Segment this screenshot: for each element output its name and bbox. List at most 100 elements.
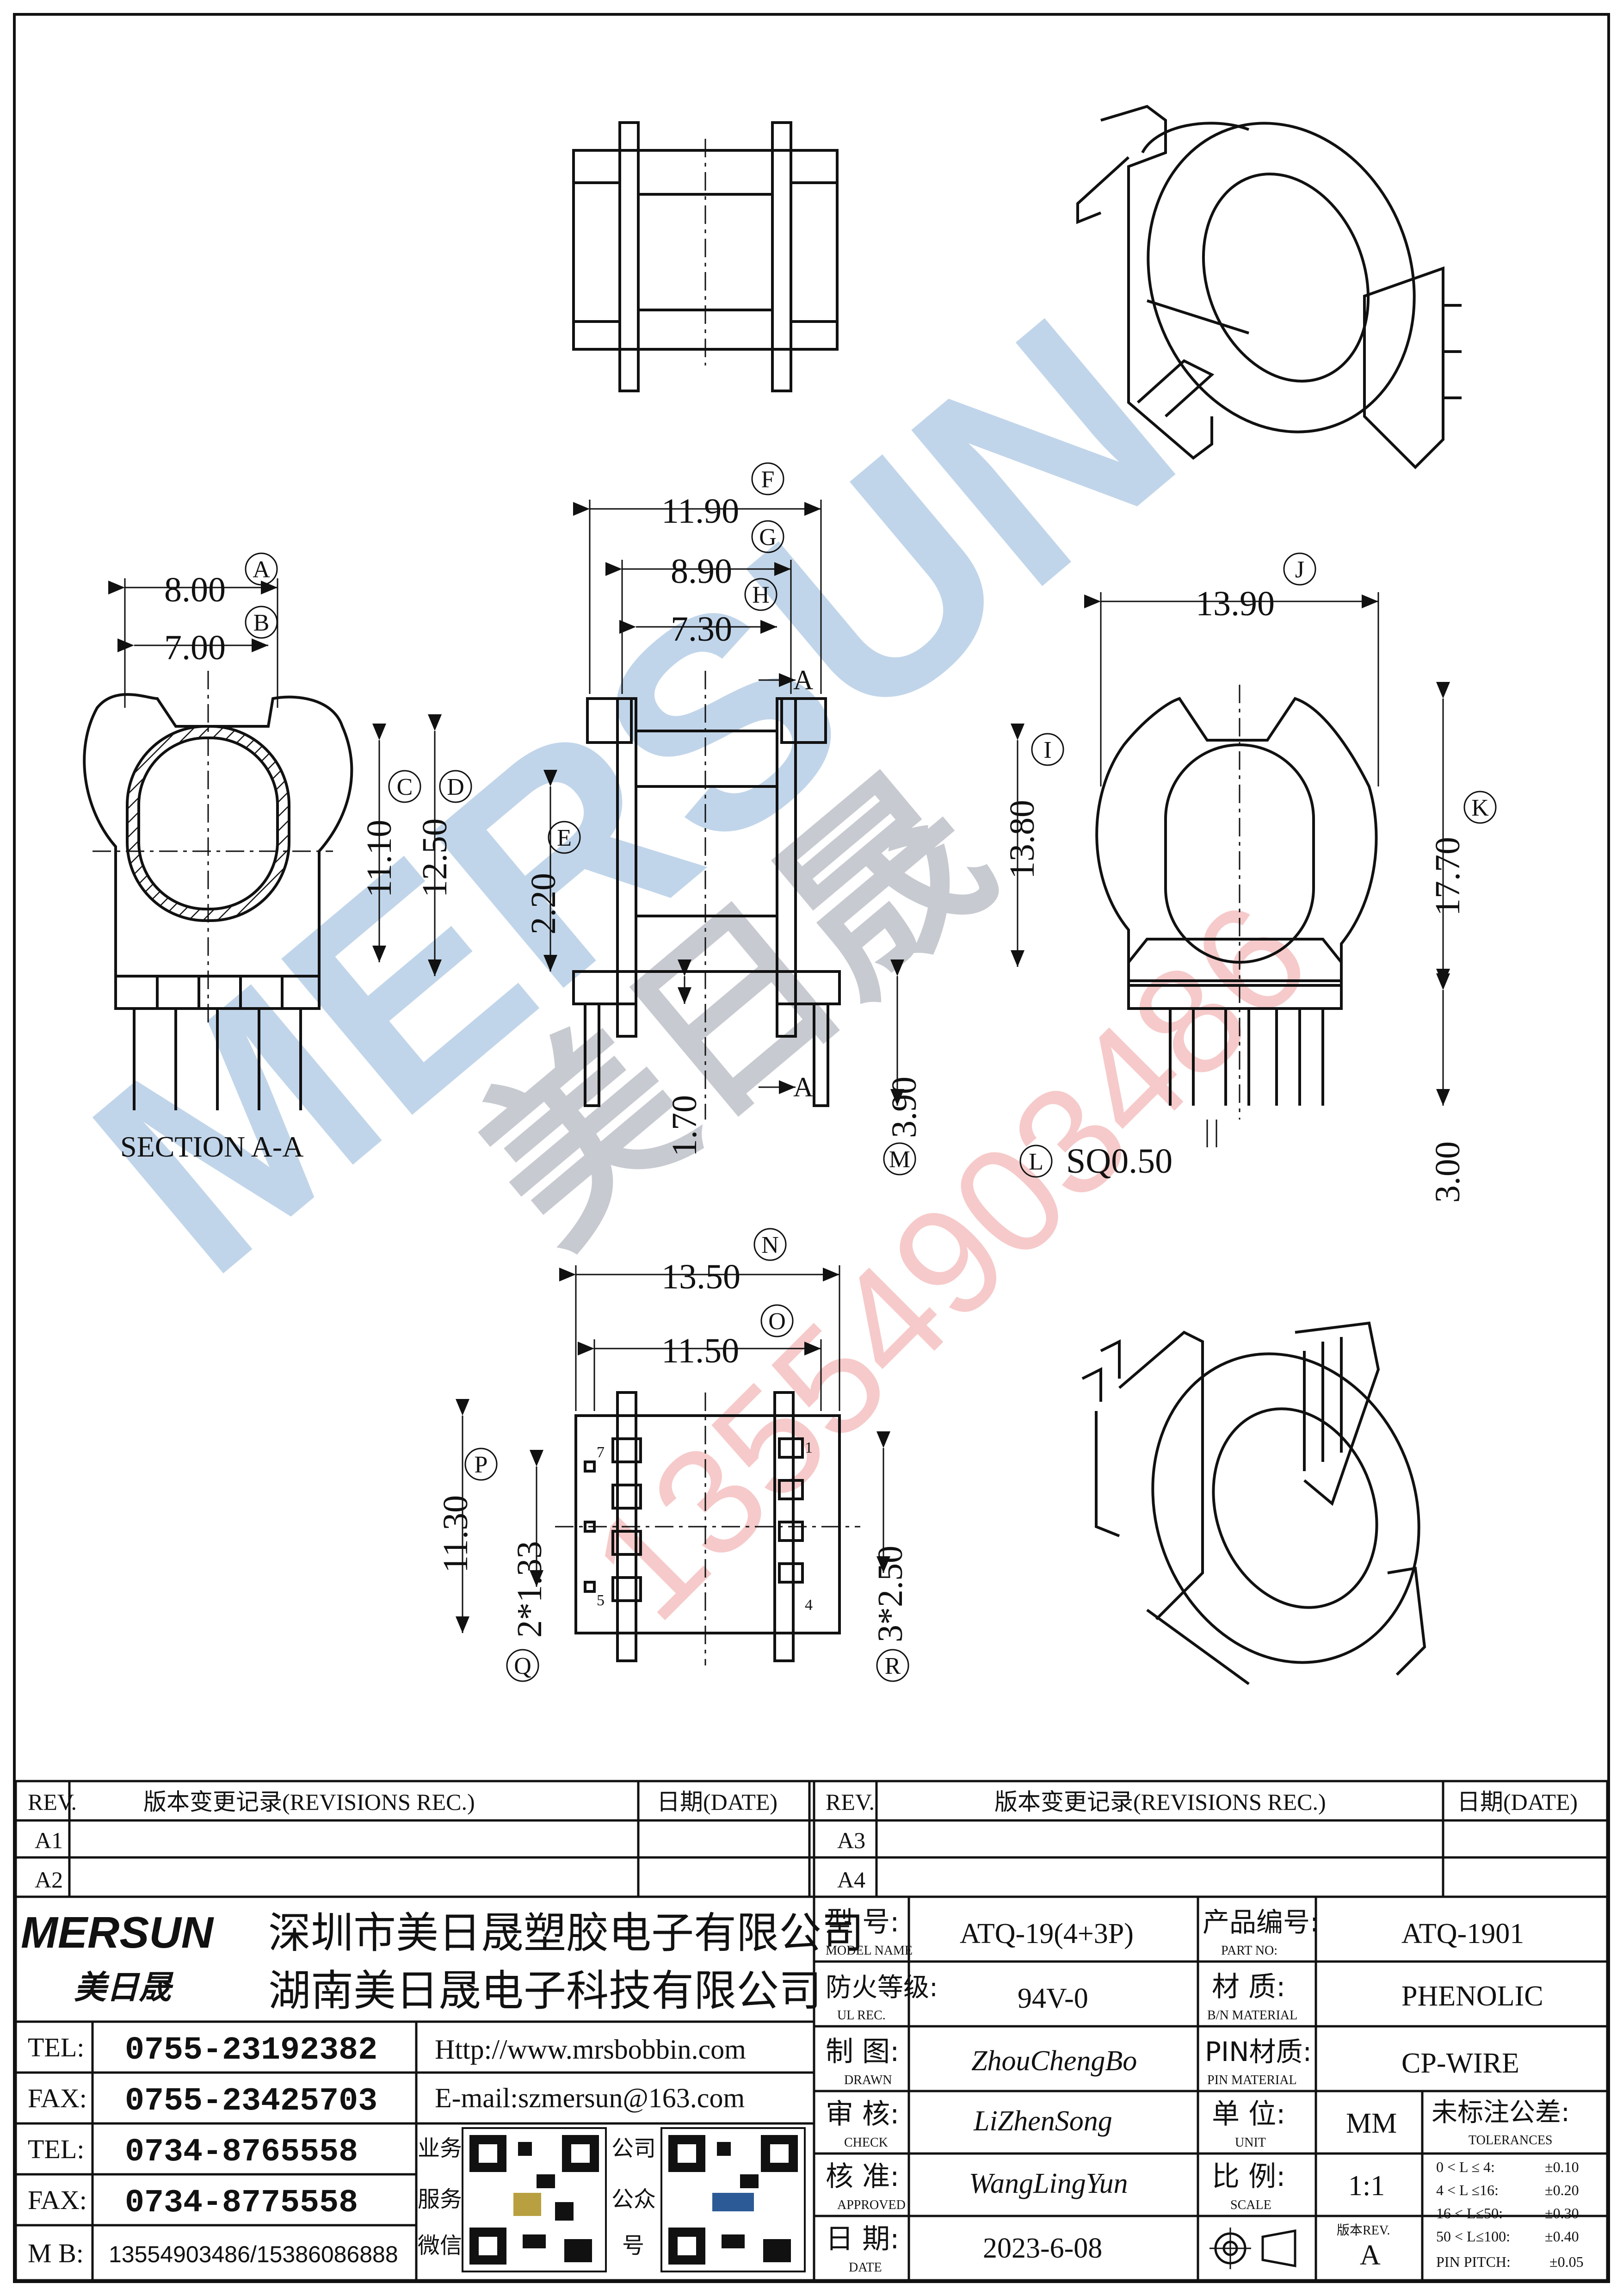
svg-text:服务: 服务 [418,2187,462,2212]
ul-value: 94V-0 [1018,1983,1088,2014]
tolerance-list: 0 < L ≤ 4: ±0.10 4 < L ≤16: ±0.20 16 < L… [1436,2159,1584,2270]
model-value: ATQ-19(4+3P) [960,1918,1134,1949]
callout-r: R [885,1653,901,1679]
date-head-left: 日期(DATE) [657,1789,778,1815]
rev-a4: A4 [837,1867,865,1893]
pin-sub: PIN MATERIAL [1207,2073,1297,2087]
approved-sub: APPROVED [837,2198,906,2212]
dim-n-value: 13.50 [661,1257,741,1296]
callout-d: D [447,774,464,800]
dim-b-value: 7.00 [164,628,226,667]
tol-value: ±0.20 [1545,2182,1579,2198]
qr-code-wechat [462,2127,607,2272]
mat-label: 材 质: [1212,1971,1285,2003]
tol-range: PIN PITCH: [1436,2253,1511,2270]
dim-e-value: 2.20 [524,873,563,934]
rev-head-left: REV. [28,1789,77,1815]
callout-n: N [761,1232,779,1258]
svg-text:微信: 微信 [418,2234,462,2258]
callout-o: O [768,1308,786,1335]
callout-l: L [1029,1149,1043,1175]
part-value: ATQ-1901 [1401,1918,1524,1949]
dim-j-value: 13.90 [1196,584,1275,623]
tol-value: ±0.40 [1545,2228,1579,2245]
date-sub: DATE [849,2260,882,2275]
company-name-2: 湖南美日晟电子科技有限公司 [268,1966,821,2016]
iso-view-bottom [1081,1321,1426,1685]
callout-m: M [889,1146,910,1173]
email[interactable]: E-mail:szmersun@163.com [435,2083,745,2113]
contact-label: FAX: [28,2083,87,2113]
qr-label-wechat: 业务 服务 微信 [418,2136,462,2258]
tol-sub: TOLERANCES [1469,2133,1553,2147]
dim-c-value: 11.10 [360,820,399,897]
side-view [1095,685,1378,1120]
part-label: 产品编号: [1203,1906,1319,1938]
company-name-1: 深圳市美日晟塑胶电子有限公司 [268,1908,864,1958]
qr-code-account [660,2127,806,2272]
contact-value: 0755-23192382 [125,2032,377,2069]
tol-range: 50 < L≤100: [1436,2228,1510,2245]
svg-text:号: 号 [622,2234,644,2258]
bottom-dims [456,1265,890,1633]
callout-j: J [1295,557,1304,583]
dim-g-value: 8.90 [671,552,732,591]
rev-a2: A2 [35,1867,63,1893]
letter-callout-text: A B C D E F G H I J K L M N O P Q R [253,466,1489,1679]
pin-number-1: 1 [805,1439,813,1456]
drawn-sub: DRAWN [844,2073,892,2087]
ul-label: 防火等级: [826,1973,938,2003]
dim-p-value: 11.30 [436,1495,475,1573]
callout-g: G [759,524,777,551]
date-value: 2023-6-08 [983,2233,1102,2264]
rev-a3: A3 [837,1827,865,1853]
dim-q-value: 2*1.33 [510,1541,549,1638]
callout-h: H [752,582,770,608]
callout-f: F [761,466,775,493]
model-sub: MODEL NAME [826,1943,913,1958]
side-dims [1011,592,1450,1147]
unit-sub: UNIT [1235,2135,1266,2150]
front-dims [543,500,904,1106]
dim-h2-value: 1.70 [665,1095,704,1157]
scale-sub: SCALE [1230,2198,1271,2212]
pin-number-4: 4 [805,1597,813,1614]
section-label: SECTION A-A [120,1130,303,1163]
callout-e: E [557,825,572,851]
section-dims [108,578,442,976]
bottom-view [555,1391,860,1665]
contact-value: 0734-8775558 [125,2185,358,2222]
svg-text:公众: 公众 [611,2187,656,2212]
dim-l-value: SQ0.50 [1066,1142,1173,1181]
dim-m-value: 3.90 [885,1077,924,1138]
tol-range: 16 < L≤50: [1436,2205,1503,2222]
check-value: LiZhenSong [973,2105,1112,2137]
callout-i: I [1043,737,1051,763]
dim-k-value: 17.70 [1428,837,1467,916]
tol-label: 未标注公差: [1432,2098,1570,2128]
check-sub: CHECK [844,2135,888,2150]
sheet-frame [13,13,1610,2283]
contact-label: M B: [28,2238,84,2268]
logo-brand: MERSUN [21,1908,214,1957]
ver-value: A [1360,2240,1381,2271]
mat-value: PHENOLIC [1401,1980,1543,2012]
website[interactable]: Http://www.mrsbobbin.com [435,2034,746,2065]
approved-value: WangLingYun [969,2168,1128,2199]
tol-range: 4 < L ≤16: [1436,2182,1499,2198]
dim-o-value: 11.50 [661,1331,739,1370]
scale-label: 比 例: [1212,2160,1285,2193]
rev-head-right: REV. [826,1789,875,1815]
ul-sub: UL REC. [837,2008,886,2023]
date-head-right: 日期(DATE) [1457,1789,1578,1815]
info-grid: 型 号: MODEL NAME ATQ-19(4+3P) 产品编号: PART … [826,1906,1570,2275]
title-block [14,1780,1609,2282]
rev-record-right: 版本变更记录(REVISIONS REC.) [994,1789,1326,1815]
contact-value: 0734-8765558 [125,2134,358,2171]
contact-label: FAX: [28,2185,87,2215]
projection-symbol-icon [1210,2228,1296,2269]
section-view [83,671,353,1110]
iso-view-top [1076,105,1462,470]
